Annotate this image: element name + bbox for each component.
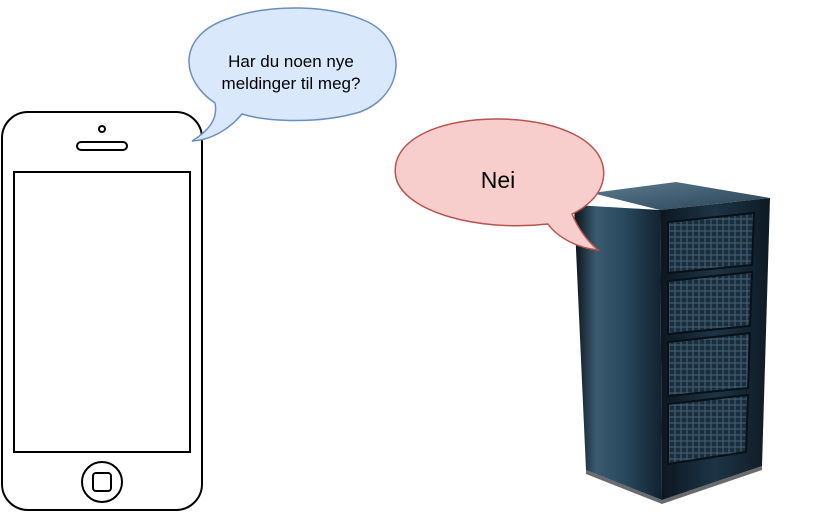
phone-bubble-text: Har du noen nye meldinger til meg? [221, 52, 361, 93]
server-rack-icon [574, 182, 770, 504]
server-speech-bubble [394, 118, 605, 251]
phone-speech-bubble [188, 7, 397, 142]
smartphone-icon [1, 111, 203, 511]
server-bubble-text: Nei [480, 166, 516, 193]
